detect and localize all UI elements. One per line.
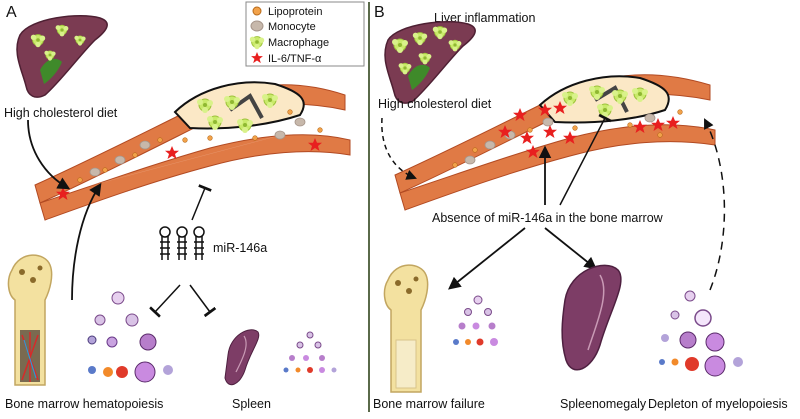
splenomegaly-label: Spleenomegaly xyxy=(560,397,647,411)
marrow-to-vessel-arrow xyxy=(71,182,102,301)
legend-label: Macrophage xyxy=(268,37,329,49)
liver-icon-b xyxy=(384,21,476,104)
liver-icon xyxy=(16,15,108,98)
depletion-label: Depleton of myelopoiesis xyxy=(648,397,788,411)
legend-label: IL-6/TNF-α xyxy=(268,53,322,65)
myelopoiesis-tree-b xyxy=(659,290,743,377)
mirna-label: miR-146a xyxy=(213,241,267,255)
bone-marrow-icon-b xyxy=(383,264,429,393)
bone-marrow-icon xyxy=(7,254,53,386)
diet-to-vessel-arrow-b xyxy=(381,117,417,180)
hematopoiesis-tree-spleen-a xyxy=(283,331,337,373)
legend-box xyxy=(245,1,365,67)
mirna-inhibit-vessel xyxy=(191,184,212,221)
spleen-icon-a xyxy=(224,329,260,386)
mirna-inhibit-spleen xyxy=(189,284,217,318)
monocyte-icon xyxy=(250,20,264,32)
hematopoiesis-tree-b xyxy=(453,295,498,346)
diet-to-vessel-arrow xyxy=(27,119,71,190)
failure-label: Bone marrow failure xyxy=(373,397,485,411)
panel-b-letter: B xyxy=(374,4,385,21)
absence-inhibit-plaque xyxy=(559,113,612,206)
diet-label-a: High cholesterol diet xyxy=(4,106,118,120)
mirna-inhibit-marrow xyxy=(149,284,181,318)
absence-to-spleen-arrow xyxy=(544,227,597,270)
myelopoiesis-to-vessel-arrow xyxy=(704,118,726,291)
legend: Lipoprotein Monocyte Macrophage IL-6/TNF… xyxy=(245,1,365,67)
legend-label: Lipoprotein xyxy=(268,6,322,18)
panel-a-letter: A xyxy=(6,4,17,21)
legend-label: Monocyte xyxy=(268,21,316,33)
spleen-label-a: Spleen xyxy=(232,397,271,411)
blood-vessel-b xyxy=(394,74,716,211)
lipoprotein-icon xyxy=(252,6,262,16)
panel-a: High cholesterol diet xyxy=(4,15,351,411)
blood-vessel-a xyxy=(34,81,351,221)
absence-to-failure-arrow xyxy=(448,227,526,290)
panel-b: Liver inflammation High cholesterol diet xyxy=(373,11,788,411)
diet-label-b: High cholesterol diet xyxy=(378,97,492,111)
spleen-icon-b xyxy=(561,264,622,371)
mirna-hairpin-icon xyxy=(159,226,205,260)
bone-marrow-label-a: Bone marrow hematopoiesis xyxy=(5,397,163,411)
absence-label: Absence of miR-146a in the bone marrow xyxy=(432,211,664,225)
hematopoiesis-tree-a xyxy=(87,291,173,383)
